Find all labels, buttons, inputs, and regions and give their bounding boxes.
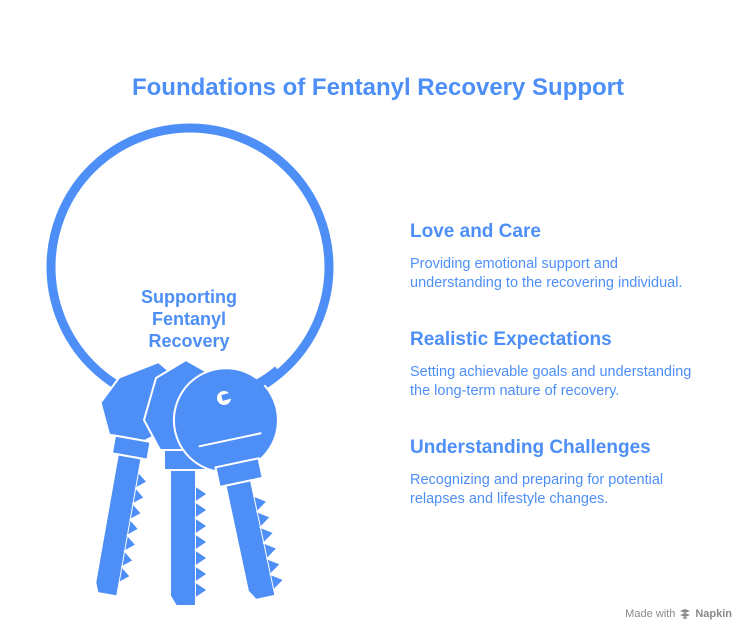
napkin-brand: Napkin	[695, 608, 732, 620]
desc-line-1: Providing emotional support and	[410, 256, 618, 272]
napkin-logo-icon	[680, 609, 691, 619]
made-with-label: Made with	[625, 608, 676, 620]
desc-line-2: relapses and lifestyle changes.	[410, 491, 609, 507]
desc-line-2: understanding to the recovering individu…	[410, 275, 683, 291]
item-understanding-challenges: Understanding Challenges Recognizing and…	[410, 437, 730, 509]
key-right	[172, 367, 287, 602]
item-description: Providing emotional support and understa…	[410, 255, 730, 293]
diagram-title: Foundations of Fentanyl Recovery Support	[131, 74, 625, 101]
item-description: Recognizing and preparing for potential …	[410, 471, 730, 509]
desc-line-1: Setting achievable goals and understandi…	[410, 364, 692, 380]
central-concept-label: Supporting Fentanyl Recovery	[104, 286, 274, 352]
item-title: Realistic Expectations	[410, 329, 612, 350]
item-love-and-care: Love and Care Providing emotional suppor…	[410, 221, 730, 293]
made-with-napkin-footer: Made with Napkin	[625, 608, 732, 620]
item-title: Understanding Challenges	[410, 437, 651, 458]
center-line-1: Supporting	[141, 287, 237, 307]
item-description: Setting achievable goals and understandi…	[410, 363, 730, 401]
center-line-2: Fentanyl	[151, 309, 226, 329]
center-line-3: Recovery	[148, 331, 230, 351]
desc-line-2: the long-term nature of recovery.	[410, 383, 620, 399]
item-realistic-expectations: Realistic Expectations Setting achievabl…	[410, 329, 730, 401]
desc-line-1: Recognizing and preparing for potential	[410, 472, 664, 488]
item-title: Love and Care	[410, 221, 541, 242]
